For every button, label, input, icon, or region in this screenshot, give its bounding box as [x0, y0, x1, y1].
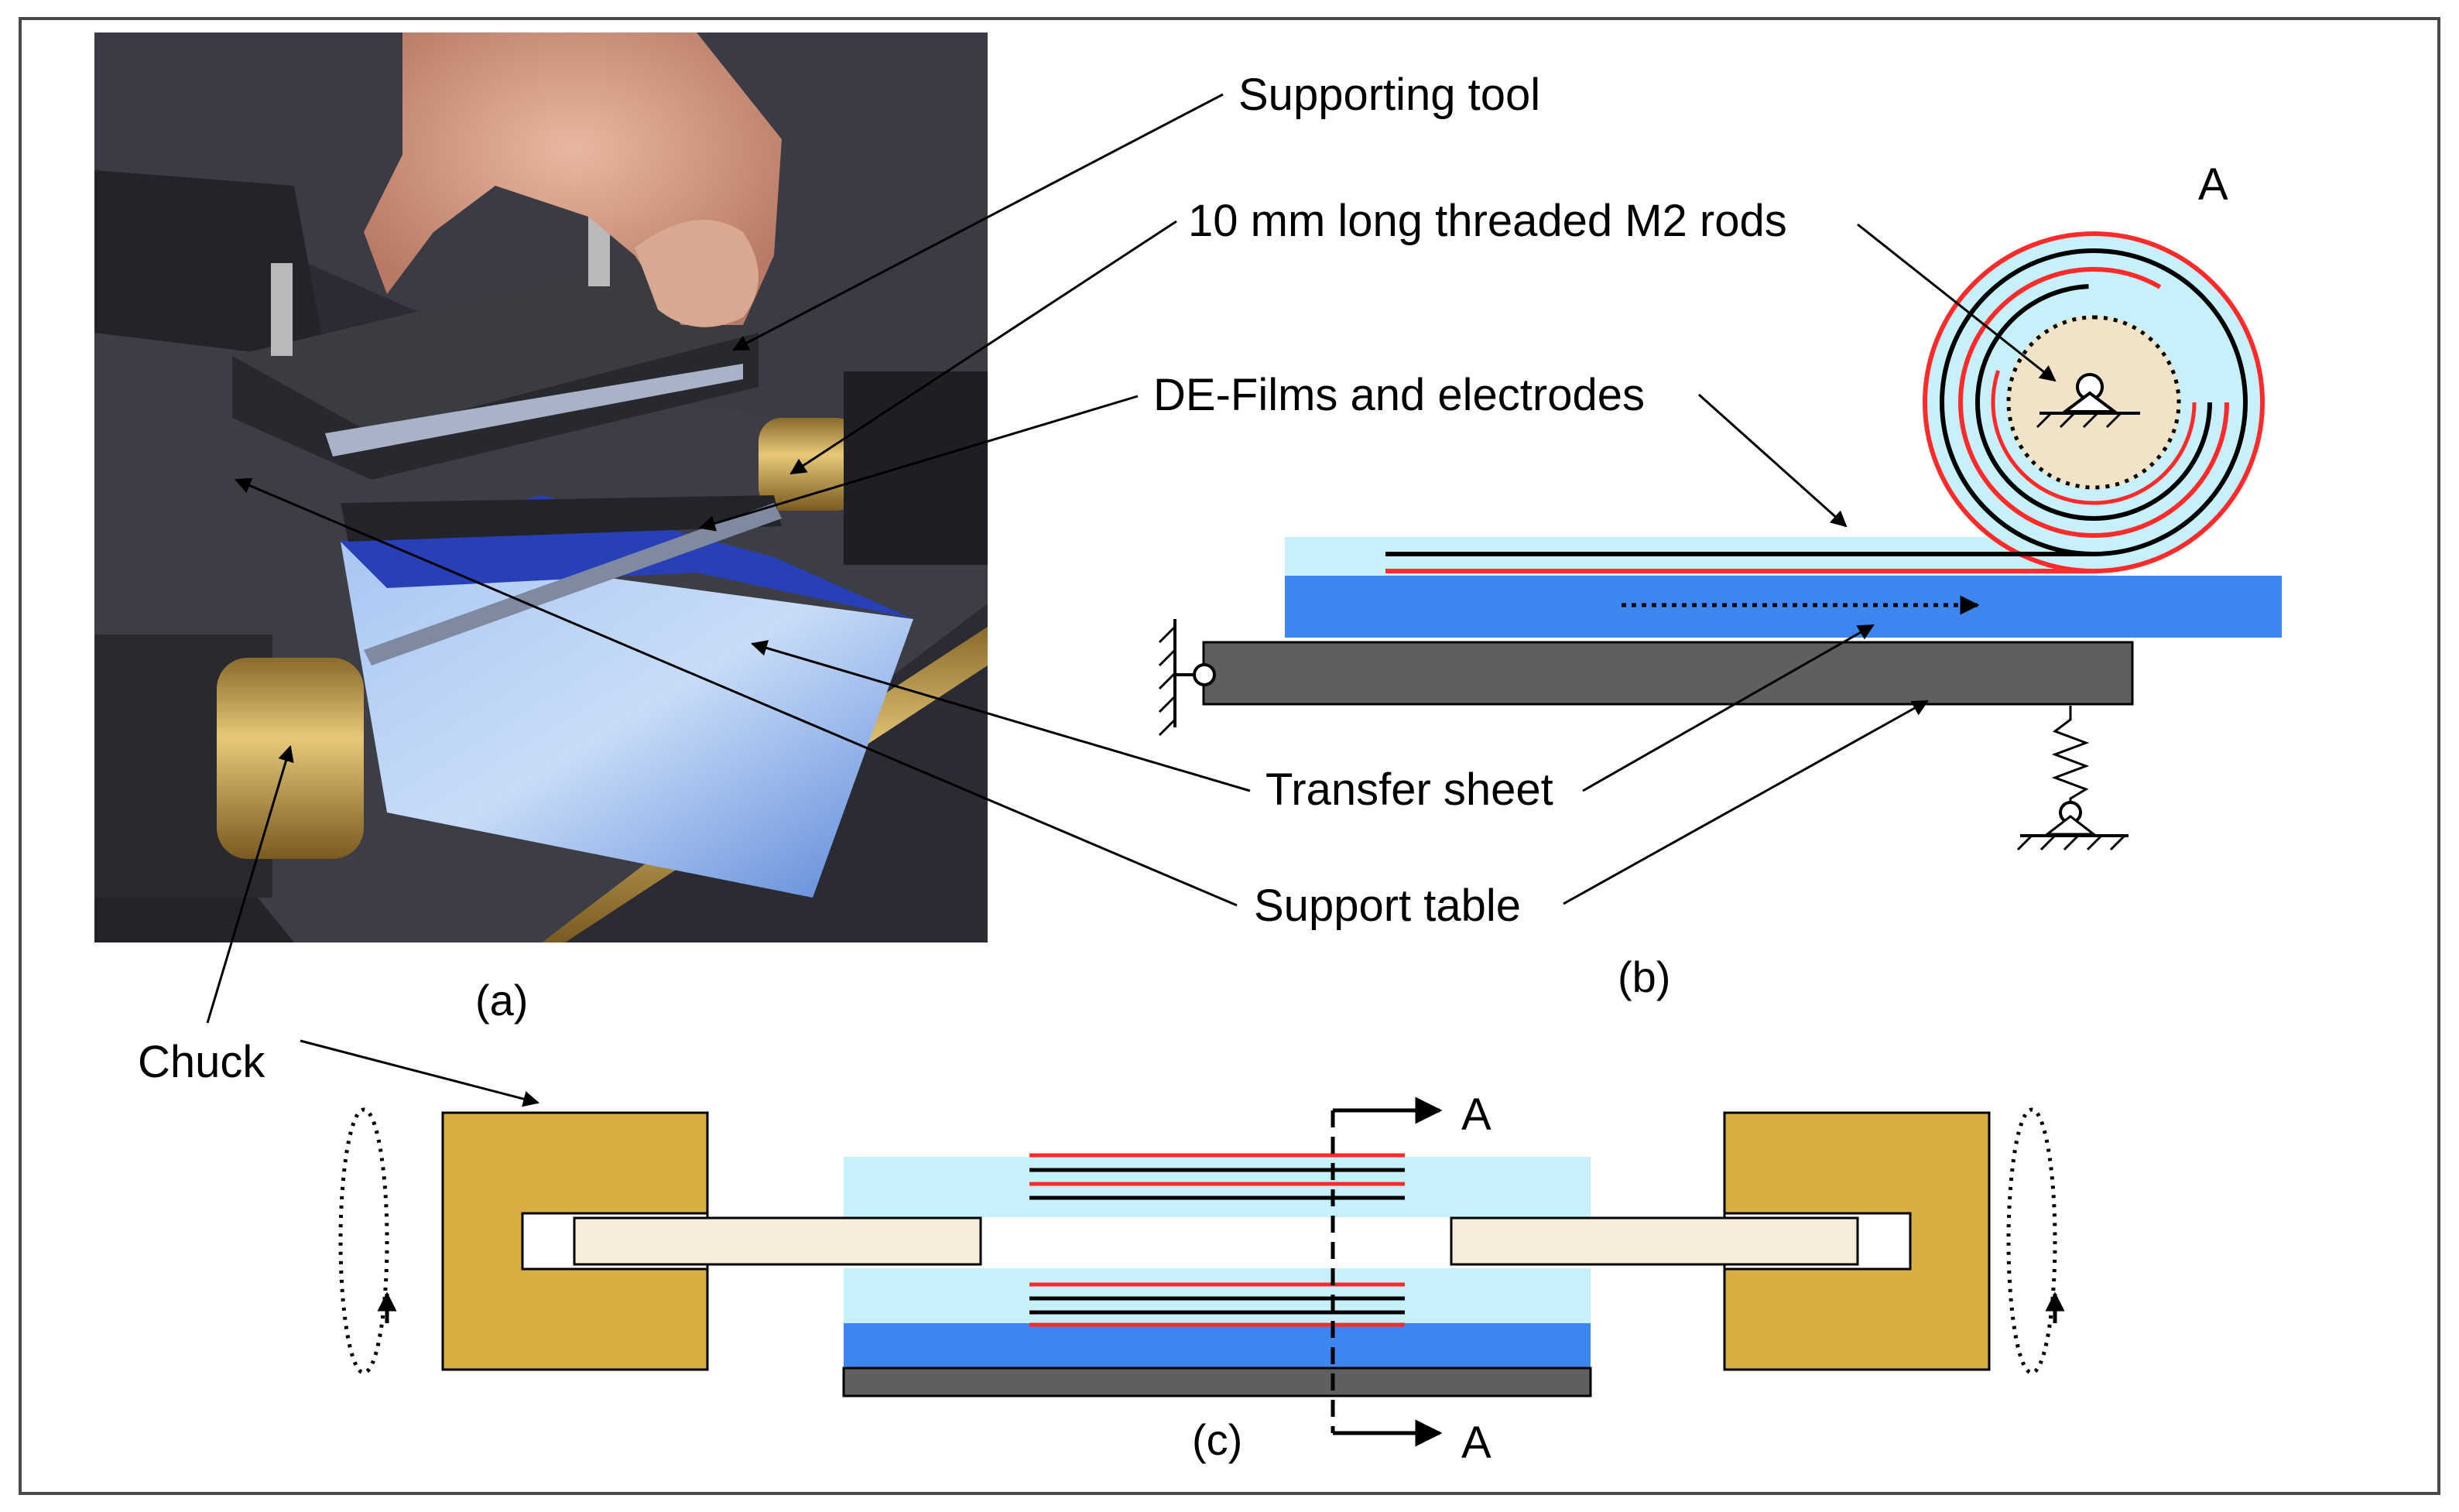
- transfer-sheet-c: [844, 1323, 1591, 1368]
- label-films: DE-Films and electrodes: [1153, 370, 1645, 420]
- photo-of-rolling-setup: [94, 32, 988, 942]
- leader-chuck-c: [300, 1039, 540, 1107]
- leader-transfer-sheet-b: [1582, 624, 1875, 792]
- rod-right: [1450, 1216, 1859, 1266]
- spring-support-icon: [2016, 706, 2129, 851]
- caption-c: (c): [1192, 1415, 1242, 1464]
- section-label-a-top: A: [1461, 1090, 1491, 1140]
- label-rods: 10 mm long threaded M2 rods: [1188, 196, 1787, 246]
- leader-films: [698, 395, 1139, 532]
- label-transfer-sheet: Transfer sheet: [1265, 765, 1553, 815]
- leader-rods-roll: [1857, 223, 2057, 382]
- rotation-arrow-icon: [338, 1107, 397, 1375]
- section-label-a-bottom: A: [1461, 1418, 1491, 1468]
- leader-chuck-photo: [206, 744, 294, 1024]
- figure-frame: [19, 17, 2440, 1495]
- leader-rods: [789, 220, 1177, 475]
- section-cut-line: [1331, 1096, 1443, 1447]
- caption-b: (b): [1618, 953, 1670, 1001]
- section-label-a-b: A: [2198, 159, 2228, 210]
- pivot-support-icon: [2036, 373, 2140, 429]
- rotation-arrow-icon: [2006, 1107, 2065, 1375]
- fixed-wall-icon: [1158, 619, 1216, 737]
- support-table-c: [842, 1367, 1592, 1397]
- label-support-table: Support table: [1254, 881, 1521, 931]
- leader-support-table-b: [1563, 700, 1929, 905]
- caption-a: (a): [475, 976, 528, 1025]
- electrode-stack-bottom: [1029, 1282, 1405, 1327]
- leader-films-b: [1697, 393, 1848, 528]
- rod-left: [573, 1216, 982, 1266]
- leader-support-table: [235, 477, 1238, 907]
- label-chuck: Chuck: [138, 1037, 265, 1087]
- label-supporting-tool: Supporting tool: [1238, 70, 1540, 120]
- leader-supporting-tool: [732, 93, 1224, 351]
- leader-transfer-sheet: [750, 640, 1251, 792]
- electrode-stack-top: [1029, 1153, 1405, 1200]
- support-table-b: [1202, 641, 2134, 706]
